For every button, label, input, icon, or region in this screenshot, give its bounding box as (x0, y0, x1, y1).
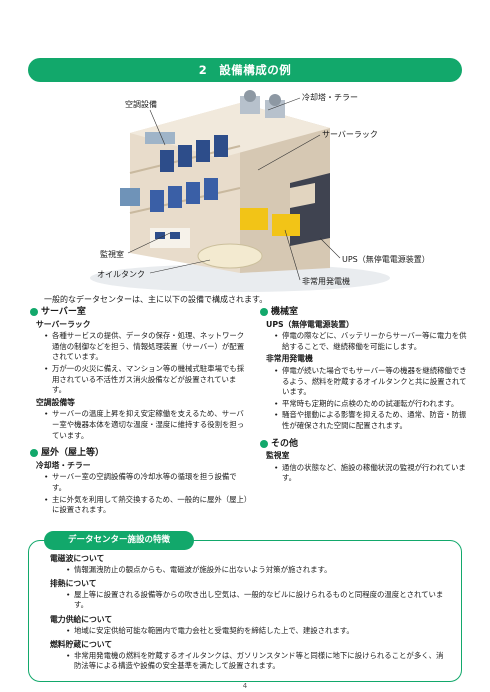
features-body: 電磁波について 情報漏洩防止の観点からも、電磁波が施設外に出ないよう対策が施され… (50, 554, 450, 676)
left-column: サーバー室 サーバーラック 各種サービスの提供、データの保存・処理、ネットワーク… (30, 307, 250, 517)
subhead-monitor: 監視室 (266, 451, 290, 461)
green-dot-icon (260, 439, 268, 448)
section-outdoor: 屋外（屋上等） (30, 448, 250, 459)
feature-list-emw: 情報漏洩防止の観点からも、電磁波が施設外に出ないよう対策が施されます。 (66, 565, 450, 576)
features-tab: データセンター施設の特徴 (44, 531, 194, 550)
feature-list-power: 地域に安定供給可能な範囲内で電力会社と受電契約を締結した上で、建設されます。 (66, 626, 450, 637)
list-item: 停電が続いた場合でもサーバー等の機器を継続稼働できるよう、燃料を貯蔵するオイルタ… (274, 366, 470, 398)
datacenter-illustration (90, 90, 390, 292)
feature-list-heat: 屋上等に設置される設備等からの吹き出し空気は、一般的なビルに設けられるものと同程… (66, 590, 450, 611)
cooling-list: サーバー室の空調設備等の冷却水等の循環を担う設備です。 主に外気を利用して熱交換… (44, 472, 250, 515)
ups-list: 停電の際などに、バッテリーからサーバー等に電力を供給することで、継続稼働を可能に… (274, 331, 470, 352)
list-item: 非常用発電機の燃料を貯蔵するオイルタンクは、ガソリンスタンド等と同様に地下に設け… (66, 651, 450, 672)
generator-list: 停電が続いた場合でもサーバー等の機器を継続稼働できるよう、燃料を貯蔵するオイルタ… (274, 366, 470, 432)
list-item: サーバー室の空調設備等の冷却水等の循環を担う設備です。 (44, 472, 250, 493)
callout-generator: 非常用発電機 (302, 277, 350, 286)
list-item: 通信の状態など、施設の稼働状況の監視が行われています。 (274, 463, 470, 484)
monitor-list: 通信の状態など、施設の稼働状況の監視が行われています。 (274, 463, 470, 484)
list-item: 情報漏洩防止の観点からも、電磁波が施設外に出ないよう対策が施されます。 (66, 565, 450, 576)
feature-head-power: 電力供給について (50, 614, 113, 624)
subhead-ups: UPS（無停電電源装置） (266, 319, 354, 329)
subhead-air: 空調設備等 (36, 397, 75, 407)
page-number: 4 (242, 682, 248, 690)
feature-head-heat: 排熱について (50, 579, 97, 589)
callout-air: 空調設備 (125, 100, 157, 109)
list-item: 地域に安定供給可能な範囲内で電力会社と受電契約を締結した上で、建設されます。 (66, 626, 450, 637)
callout-ups: UPS（無停電電源装置） (342, 255, 430, 264)
list-item: 平常時も定期的に点検のための試運転が行われます。 (274, 399, 470, 410)
green-dot-icon (260, 308, 268, 317)
list-item: 騒音や振動による影響を抑えるため、通常、防音・防振性が確保された空間に配置されま… (274, 410, 470, 431)
section-server-room: サーバー室 (30, 307, 250, 318)
section-other: その他 (260, 439, 470, 450)
list-item: 各種サービスの提供、データの保存・処理、ネットワーク通信の制御などを担う、情報処… (44, 331, 250, 363)
subhead-rack: サーバーラック (36, 319, 91, 329)
callout-oil: オイルタンク (97, 270, 145, 279)
list-item: 停電の際などに、バッテリーからサーバー等に電力を供給することで、継続稼働を可能に… (274, 331, 470, 352)
callout-monitor: 監視室 (100, 250, 124, 259)
list-item: サーバーの温度上昇を抑え安定稼働を支えるため、サーバー室や機器本体を適切な温度・… (44, 409, 250, 441)
feature-list-fuel: 非常用発電機の燃料を貯蔵するオイルタンクは、ガソリンスタンド等と同様に地下に設け… (66, 651, 450, 672)
green-dot-icon (30, 449, 38, 458)
list-item: 万が一の火災に備え、マンション等の機械式駐車場でも採用されている不活性ガス消火設… (44, 364, 250, 396)
subhead-generator: 非常用発電機 (266, 354, 313, 364)
air-list: サーバーの温度上昇を抑え安定稼働を支えるため、サーバー室や機器本体を適切な温度・… (44, 409, 250, 441)
feature-head-emw: 電磁波について (50, 554, 105, 563)
right-column: 機械室 UPS（無停電電源装置） 停電の際などに、バッテリーからサーバー等に電力… (260, 307, 470, 485)
subhead-cooling: 冷却塔・チラー (36, 460, 91, 470)
features-box (28, 540, 462, 682)
feature-head-fuel: 燃料貯蔵について (50, 640, 113, 650)
section-machine-room: 機械室 (260, 307, 470, 318)
list-item: 主に外気を利用して熱交換するため、一般的に屋外（屋上）に設置されます。 (44, 495, 250, 516)
callout-rack: サーバーラック (322, 130, 378, 139)
green-dot-icon (30, 308, 38, 317)
rack-list: 各種サービスの提供、データの保存・処理、ネットワーク通信の制御などを担う、情報処… (44, 331, 250, 396)
section-title-banner: 2 設備構成の例 (28, 58, 462, 82)
callout-cooling: 冷却塔・チラー (302, 93, 358, 102)
intro-text: 一般的なデータセンターは、主に以下の設備で構成されます。 (44, 295, 268, 304)
list-item: 屋上等に設置される設備等からの吹き出し空気は、一般的なビルに設けられるものと同程… (66, 590, 450, 611)
